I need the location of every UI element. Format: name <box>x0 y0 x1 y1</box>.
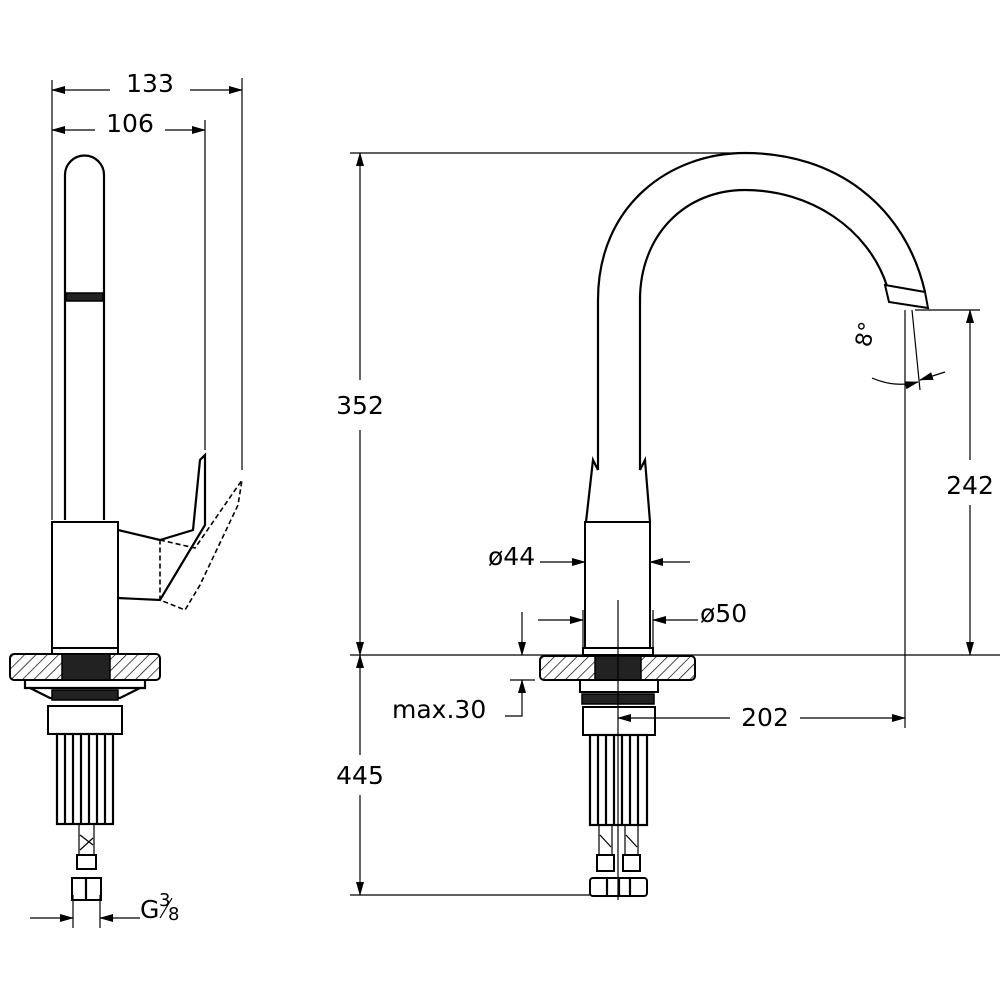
dim-106: 106 <box>106 109 154 138</box>
side-view <box>9 154 243 901</box>
dim-angle-8: 8° <box>851 320 881 350</box>
front-view <box>539 151 930 900</box>
aerator-ring <box>65 292 104 302</box>
dim-diameter-44: ø44 <box>488 542 535 571</box>
svg-text:3: 3 <box>159 890 170 911</box>
supply-hoses-side <box>55 732 115 826</box>
dim-242: 242 <box>946 471 994 500</box>
front-view-dimensions: 352 445 242 202 8° ø44 ø50 max.30 <box>336 152 1000 896</box>
lever-handle <box>117 452 207 602</box>
spout-inner <box>638 188 889 470</box>
body-side <box>51 521 119 649</box>
dim-445: 445 <box>336 761 384 790</box>
dim-max-30: max.30 <box>392 695 486 724</box>
dim-202: 202 <box>741 703 789 732</box>
thread-left <box>61 653 111 681</box>
spout-outlet <box>883 283 930 310</box>
lever-open-position <box>159 479 243 611</box>
svg-text:8: 8 <box>168 904 179 925</box>
spout-outer <box>596 151 927 470</box>
dim-diameter-50: ø50 <box>700 599 747 628</box>
dim-connection-g: G <box>140 895 159 924</box>
side-view-dimensions: 133 106 G 3 8 <box>30 69 243 928</box>
dim-352: 352 <box>336 391 384 420</box>
dim-133: 133 <box>126 69 174 98</box>
spout-tube-side <box>63 154 106 520</box>
